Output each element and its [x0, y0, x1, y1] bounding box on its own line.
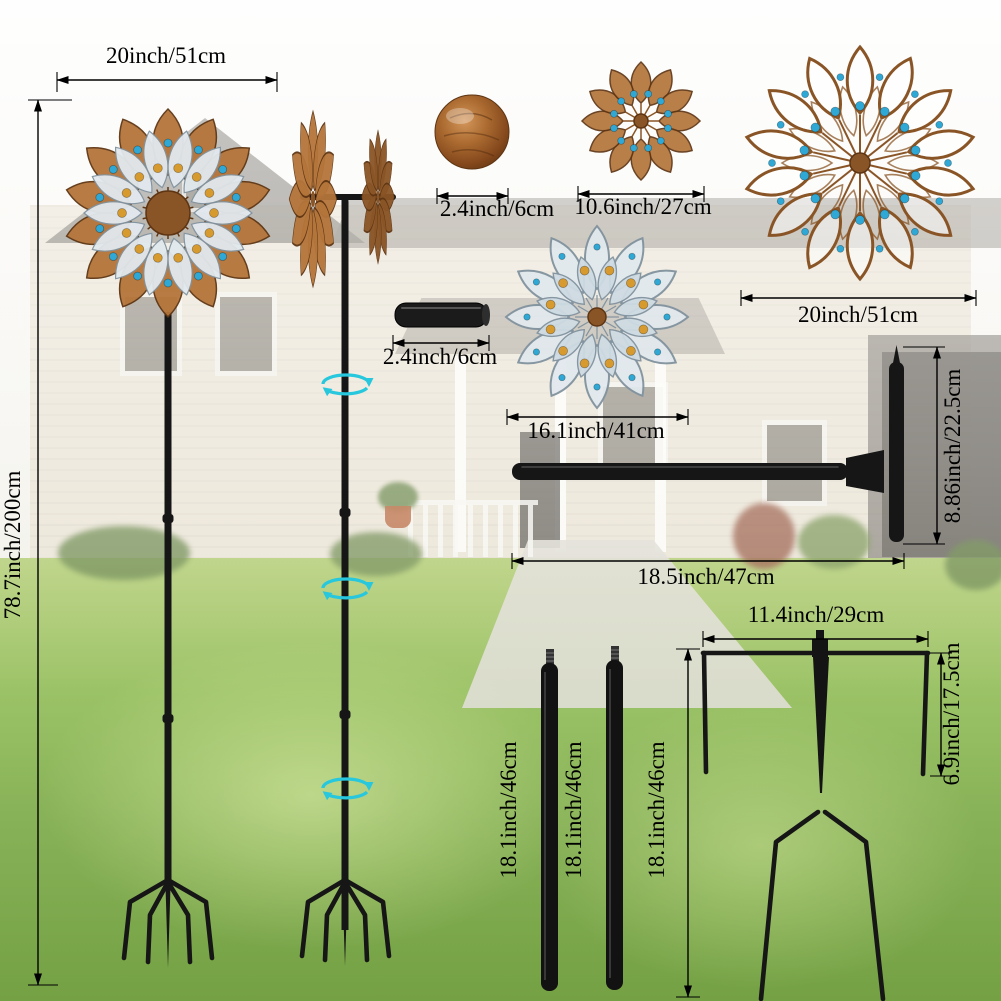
wind-spinner-side-wheel-left	[288, 109, 338, 289]
dim-connector-tube	[392, 335, 490, 351]
connector-tube	[394, 302, 490, 328]
dim-flower-silver	[506, 409, 689, 425]
spinner-side-stake	[299, 872, 392, 966]
dim-label-flower-silver: 16.1inch/41cm	[527, 418, 664, 443]
dim-label-pole-section-3: 18.1inch/46cm	[644, 741, 669, 878]
dim-label-overall-height: 78.7inch/200cm	[0, 470, 25, 619]
pole-section-2	[606, 646, 623, 990]
finial-ball	[434, 94, 510, 170]
dim-overall-height	[28, 99, 72, 986]
pole-joint	[339, 508, 351, 517]
copper-flower-small	[580, 60, 702, 182]
parts-layer	[65, 44, 976, 1001]
dim-label-finial-ball: 2.4inch/6cm	[440, 196, 554, 221]
pole-section-1	[541, 649, 558, 991]
dim-stake-height	[930, 652, 952, 777]
dimension-labels: 20inch/51cm 78.7inch/200cm 2.4inch/6cm 1…	[0, 43, 965, 879]
dim-stake-width	[702, 631, 929, 647]
dim-flower-large	[740, 290, 977, 306]
ground-stake	[700, 630, 931, 1001]
copper-flower-large	[744, 44, 976, 282]
spinner-side-pole	[341, 197, 349, 930]
dim-label-crossbar-height: 8.86inch/22.5cm	[940, 369, 965, 524]
wind-spinner-front-flower	[65, 107, 271, 319]
dim-crossbar-length	[511, 553, 905, 569]
dim-finial-ball	[436, 188, 509, 204]
dim-pole-sections	[676, 648, 700, 998]
dim-label-stake-width: 11.4inch/29cm	[748, 602, 885, 627]
pole-joint	[339, 710, 351, 719]
dim-label-stake-height: 6.9inch/17.5cm	[939, 642, 964, 785]
dim-label-flower-large: 20inch/51cm	[798, 302, 918, 327]
wind-spinner-side-wheel-right	[361, 129, 395, 265]
dim-label-flower-small: 10.6inch/27cm	[574, 194, 711, 219]
spinner-front-stake	[121, 870, 215, 968]
dim-flower-small	[577, 186, 705, 202]
dim-label-crossbar-length: 18.5inch/47cm	[637, 564, 774, 589]
crossbar-rod	[512, 345, 904, 542]
dim-label-pole-section-1: 18.1inch/46cm	[496, 741, 521, 878]
pole-joint	[162, 514, 174, 523]
spinner-front-pole	[164, 312, 172, 882]
dim-label-connector-tube: 2.4inch/6cm	[383, 344, 497, 369]
pole-joint	[162, 714, 174, 723]
dim-spinner-head-width	[56, 72, 278, 92]
dim-label-spinner-head-width: 20inch/51cm	[106, 43, 226, 68]
dimension-lines	[28, 72, 977, 998]
dim-label-pole-section-2: 18.1inch/46cm	[561, 741, 586, 878]
dim-crossbar-height	[903, 346, 945, 545]
silver-flower	[504, 224, 690, 410]
